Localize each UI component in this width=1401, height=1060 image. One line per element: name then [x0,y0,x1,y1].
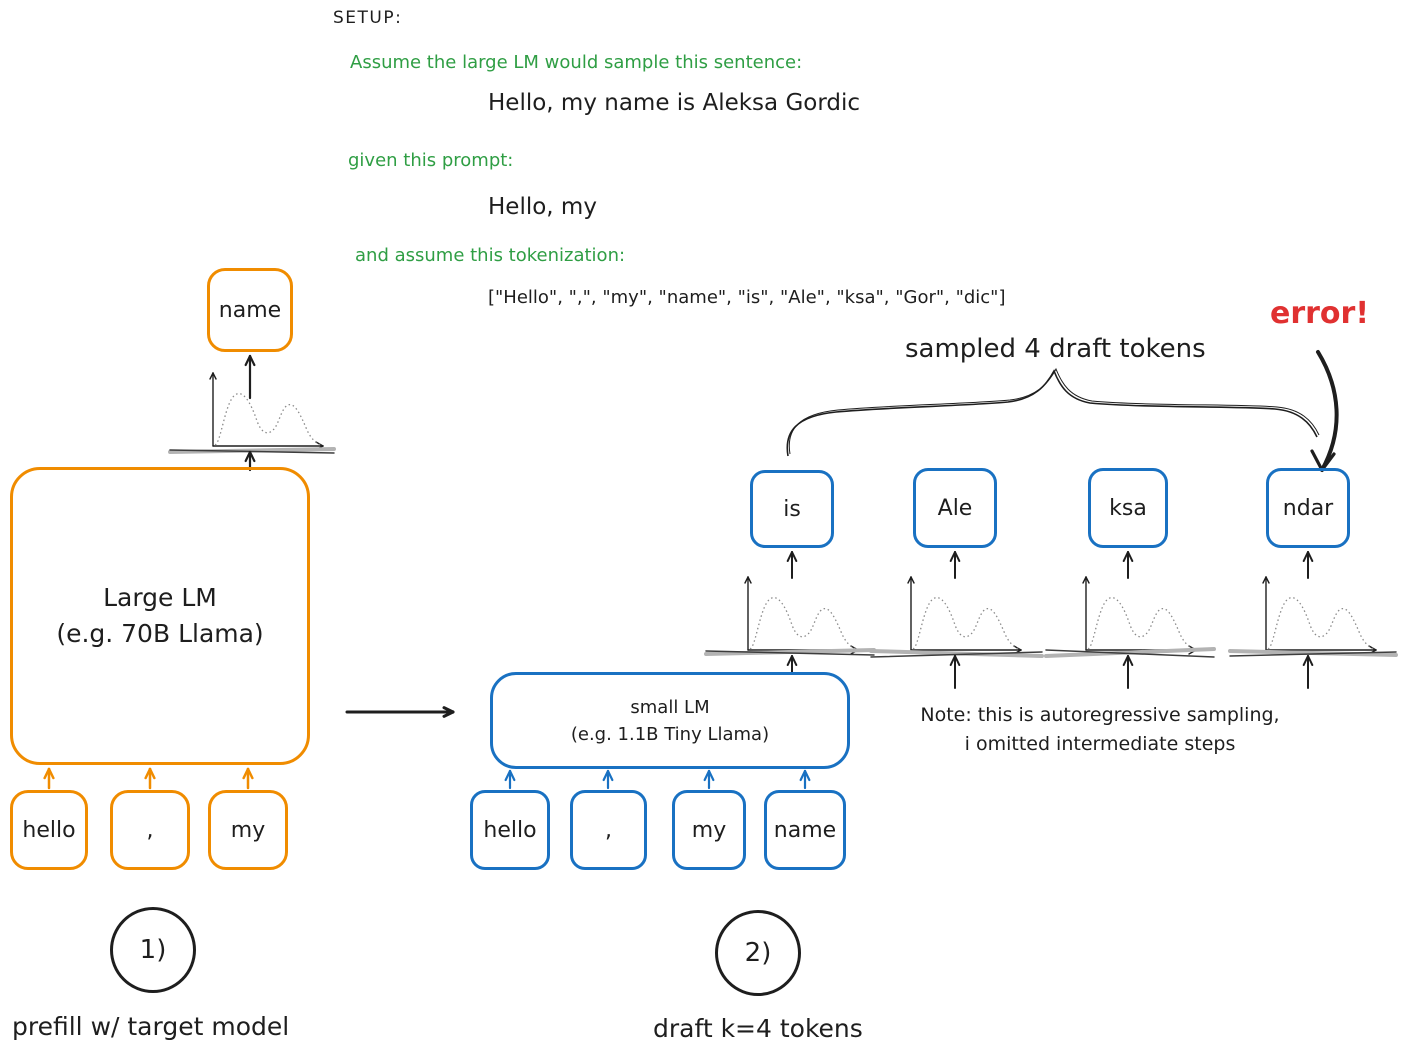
autoregressive-note: Note: this is autoregressive sampling, i… [900,701,1300,760]
large-lm-token-comma: , [110,790,190,870]
step1-circle: 1) [110,907,196,993]
distribution-chart-icon [209,372,324,451]
small-lm-token-my: my [672,790,746,870]
logits-platform-line [1228,649,1398,657]
small-lm-token-hello: hello [470,790,550,870]
logits-platform-line [168,447,336,454]
logits-platform-line [869,649,1044,658]
token-label: ksa [1109,495,1147,521]
token-input-arrow [703,769,715,790]
token-label: , [605,817,612,843]
token-label: , [146,817,154,843]
small-lm-token-comma: , [570,790,647,870]
setup-assumption: Assume the large LM would sample this se… [350,52,803,73]
token-label: name [773,817,837,843]
prompt-label: given this prompt: [348,150,514,171]
large-lm-box: Large LM (e.g. 70B Llama) [10,467,310,765]
small-lm-to-chart-arrow [786,655,798,673]
token-label: hello [22,817,76,843]
step2-number: 2) [744,938,772,968]
chart-to-token-arrow [786,551,798,579]
draft-token-ndar: ndar [1266,468,1350,548]
step1-number: 1) [139,935,167,965]
step2-caption: draft k=4 tokens [653,1014,863,1043]
token-input-arrow [799,769,811,790]
small-lm-box: small LM (e.g. 1.1B Tiny Llama) [490,672,850,769]
draft-token-is: is [750,470,834,548]
token-label: ndar [1282,495,1334,521]
step2-circle: 2) [715,910,801,996]
tokenization-label: and assume this tokenization: [355,245,626,266]
output-token-name: name [207,268,293,352]
logits-platform-line [704,648,876,656]
large-lm-subtitle: (e.g. 70B Llama) [56,619,264,648]
note-line2: i omitted intermediate steps [964,733,1236,756]
chart-to-name-arrow [244,354,256,400]
distribution-chart-icon [907,576,1022,655]
token-input-arrow [504,769,516,790]
distribution-chart-icon [744,576,859,655]
chart-to-token-arrow [949,551,961,579]
token-label: Ale [937,495,973,521]
chart-input-arrow [1302,655,1314,689]
distribution-chart-icon [1262,576,1377,655]
token-label: my [691,817,727,843]
large-lm-title: Large LM [103,582,217,612]
sampled-draft-tokens-label: sampled 4 draft tokens [905,334,1206,364]
token-input-arrow [43,767,55,790]
error-arrow [1310,350,1339,472]
prompt-text: Hello, my [488,194,597,220]
logits-platform-line [1044,647,1216,658]
draft-token-ale: Ale [913,468,997,548]
large-lm-token-hello: hello [10,790,88,870]
token-label: is [783,496,801,522]
chart-input-arrow [1122,655,1134,689]
draft-token-ksa: ksa [1088,468,1168,548]
small-lm-token-name: name [764,790,846,870]
draft-tokens-brace [786,367,1320,457]
small-lm-subtitle: (e.g. 1.1B Tiny Llama) [570,723,770,745]
small-lm-title: small LM [630,696,710,718]
tokenization-text: ["Hello", ",", "my", "name", "is", "Ale"… [488,287,1006,308]
chart-input-arrow [949,655,961,689]
output-token-label: name [218,297,282,323]
large-lm-token-my: my [208,790,288,870]
chart-to-token-arrow [1302,551,1314,579]
error-label: error! [1270,296,1370,331]
token-label: hello [483,817,537,843]
token-input-arrow [602,769,614,790]
token-label: my [230,817,266,843]
distribution-chart-icon [1082,576,1197,655]
large-to-small-arrow [345,706,455,718]
chart-to-token-arrow [1122,551,1134,579]
note-line1: Note: this is autoregressive sampling, [920,704,1280,726]
step1-caption: prefill w/ target model [12,1012,290,1041]
setup-label: SETUP: [333,8,403,28]
token-input-arrow [144,767,156,790]
token-input-arrow [242,767,254,790]
sampled-sentence: Hello, my name is Aleksa Gordic [488,90,861,116]
